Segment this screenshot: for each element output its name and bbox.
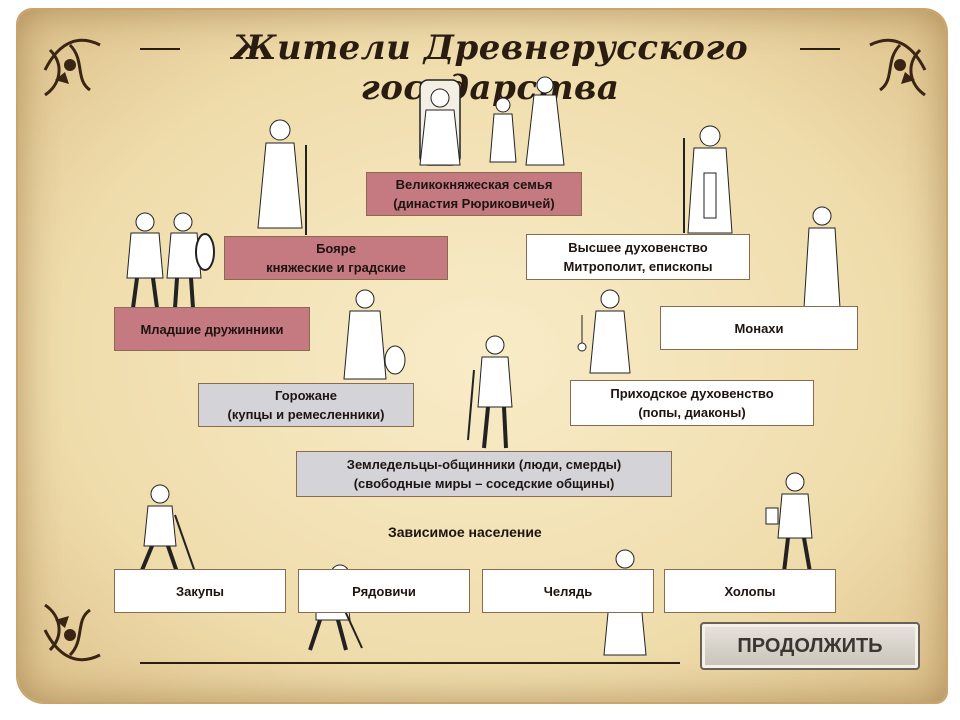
ryadovichi-box: Рядовичи <box>298 569 470 613</box>
page-title: Жители Древнерусского государства <box>231 28 749 108</box>
parish-clergy-line-2: (попы, диаконы) <box>638 405 746 420</box>
junior-guard-box: Младшие дружинники <box>114 307 310 351</box>
prince-figure <box>419 76 565 166</box>
townspeople-line-2: (купцы и ремесленники) <box>227 407 385 422</box>
monk-figure <box>803 206 841 309</box>
warriors-figure <box>126 212 215 309</box>
boyars-line-2: княжеские и градские <box>266 260 406 275</box>
grand-family-box: Великокняжеская семья (династия Рюрикови… <box>366 172 582 216</box>
chelyad-box: Челядь <box>482 569 654 613</box>
boyars-box: Бояре княжеские и градские <box>224 236 448 280</box>
ryadovichi-line-1: Рядовичи <box>352 583 416 599</box>
townspeople-box: Горожане (купцы и ремесленники) <box>198 383 414 427</box>
boyars-line-1: Бояре <box>316 241 356 256</box>
zakupy-box: Закупы <box>114 569 286 613</box>
farmers-box: Земледельцы-общинники (люди, смерды) (св… <box>296 451 672 497</box>
continue-button[interactable]: ПРОДОЛЖИТЬ <box>700 622 920 670</box>
corner-ornament-bottom-left <box>43 603 101 662</box>
grand-family-line-2: (династия Рюриковичей) <box>393 196 555 211</box>
monks-line-1: Монахи <box>734 320 784 336</box>
high-clergy-line-2: Митрополит, епископы <box>563 259 713 274</box>
parish-clergy-line-1: Приходское духовенство <box>610 386 774 401</box>
corner-ornament-top-left <box>43 38 101 97</box>
junior-guard-line-1: Младшие дружинники <box>140 321 284 337</box>
farmers-line-1: Земледельцы-общинники (люди, смерды) <box>346 457 622 472</box>
bottom-rule <box>140 662 680 664</box>
high-clergy-line-1: Высшее духовенство <box>568 240 708 255</box>
dependent-population-label: Зависимое население <box>388 524 542 540</box>
townspeople-line-1: Горожане <box>274 388 338 403</box>
grand-family-line-1: Великокняжеская семья <box>395 177 553 192</box>
kholopy-line-1: Холопы <box>724 583 776 599</box>
title-rule-left <box>140 48 180 50</box>
priest-figure <box>577 289 631 374</box>
merchant-figure <box>343 289 406 380</box>
boyar-figure <box>257 119 307 235</box>
bishop-figure <box>683 125 733 234</box>
monks-box: Монахи <box>660 306 858 350</box>
zakupy-line-1: Закупы <box>175 583 225 599</box>
chelyad-line-1: Челядь <box>543 583 593 599</box>
farmers-line-2: (свободные миры – соседские общины) <box>353 476 615 491</box>
zakup-figure <box>138 484 196 576</box>
kholopy-box: Холопы <box>664 569 836 613</box>
high-clergy-box: Высшее духовенство Митрополит, епископы <box>526 234 750 280</box>
title-rule-right <box>800 48 840 50</box>
corner-ornament-top-right <box>869 38 927 97</box>
kholop-figure <box>765 472 813 573</box>
peasant-figure <box>467 335 513 449</box>
parish-clergy-box: Приходское духовенство (попы, диаконы) <box>570 380 814 426</box>
